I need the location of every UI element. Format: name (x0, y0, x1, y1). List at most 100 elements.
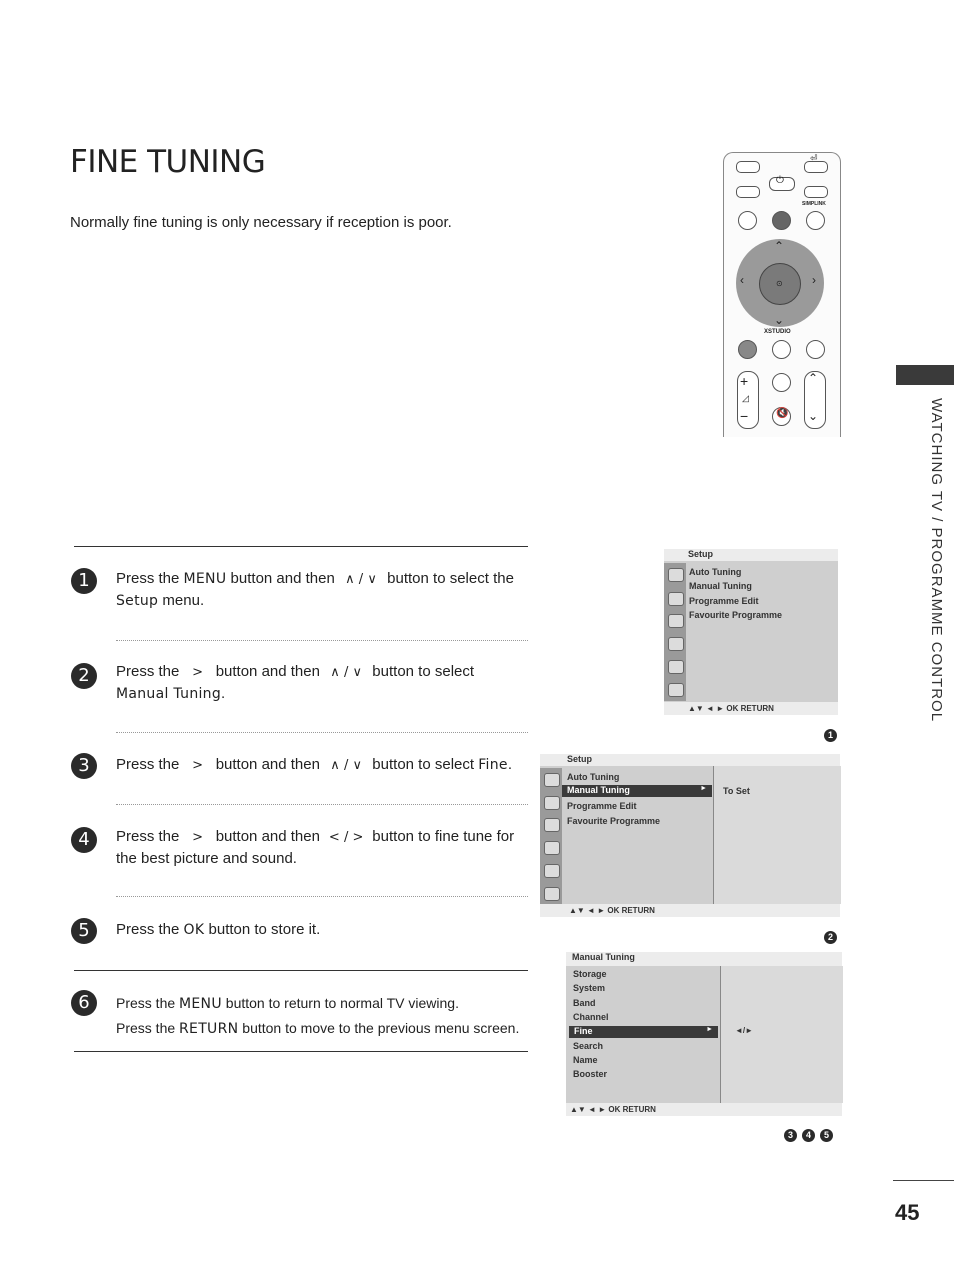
remote-button (772, 373, 791, 392)
arrow-right-icon: › (812, 273, 816, 287)
screen-badge: 3 (784, 1129, 797, 1142)
step-6-text: Press the MENU button to return to norma… (116, 991, 536, 1041)
lock-menu-icon (668, 683, 684, 697)
key-ok: OK (183, 922, 205, 938)
remote-button (738, 211, 757, 230)
step-divider (116, 804, 528, 805)
key-manual-tuning: Manual Tuning (116, 686, 222, 702)
manual-tuning-screen: Manual Tuning Storage System Band Channe… (566, 952, 843, 1116)
screen-footer: ▲▼ ◄ ► OK RETURN (540, 904, 840, 917)
menu-item: Programme Edit (567, 801, 637, 811)
step-divider (116, 896, 528, 897)
plus-icon: + (740, 373, 749, 389)
option-menu-icon (668, 660, 684, 674)
power-icon: ⏻ (776, 175, 784, 186)
step-3-text: Press the > button and then ∧ / ∨ button… (116, 754, 536, 776)
setup-menu-icon (668, 568, 684, 582)
step-text-fragment: button to select (368, 663, 475, 680)
menu-item: Storage (573, 969, 607, 979)
step-text-fragment: . (507, 756, 513, 773)
remote-button (738, 340, 757, 359)
step-divider (116, 732, 528, 733)
menu-item: Auto Tuning (567, 772, 620, 782)
screen-header: Setup (664, 549, 838, 561)
picture-menu-icon (668, 592, 684, 606)
step-text-fragment: Press the (116, 995, 180, 1011)
arrow-up-icon: ⌃ (774, 239, 785, 253)
step-text-fragment: button to move to the previous menu scre… (238, 1020, 520, 1036)
menu-icon-column (664, 563, 686, 701)
screen-badge: 4 (802, 1129, 815, 1142)
steps-top-rule (74, 546, 528, 547)
picture-menu-icon (544, 796, 560, 810)
up-down-icon: ∧ / ∨ (330, 758, 362, 773)
menu-item: Auto Tuning (689, 567, 742, 577)
step-text-fragment: Press the (116, 828, 184, 845)
remote-button (772, 340, 791, 359)
menu-icon-column (540, 768, 562, 904)
key-menu: MENU (179, 996, 222, 1012)
value-panel (720, 966, 843, 1103)
footer-hint: ▲▼ ◄ ► OK RETURN (570, 1105, 656, 1114)
right-arrow-icon: > (192, 665, 203, 680)
step-text-fragment: button to fine tune for the best picture… (116, 828, 515, 867)
footer-hint: ▲▼ ◄ ► OK RETURN (569, 906, 655, 915)
up-down-icon: ∧ / ∨ (330, 665, 362, 680)
step-text-fragment: button to store it. (204, 921, 321, 938)
fine-adjust-hint: ◄/► (735, 1026, 754, 1035)
menu-item-selected: Manual Tuning► (562, 785, 712, 797)
page-title: FINE TUNING (70, 144, 266, 180)
menu-item: Band (573, 998, 596, 1008)
section-label: WATCHING TV / PROGRAMME CONTROL (928, 398, 945, 723)
screen-footer: ▲▼ ◄ ► OK RETURN (664, 702, 838, 715)
page-number: 45 (895, 1200, 920, 1225)
page-number-rule (893, 1180, 954, 1181)
programme-rocker (804, 371, 826, 429)
up-down-icon: ∧ / ∨ (345, 572, 377, 587)
time-menu-icon (544, 841, 560, 855)
step-1-text: Press the MENU button and then ∧ / ∨ but… (116, 568, 526, 612)
brand-label: XSTUDIO (764, 329, 791, 335)
minus-icon: − (740, 408, 749, 424)
input-icon: ⏎ (810, 153, 818, 163)
right-arrow-icon: > (192, 830, 203, 845)
mute-icon: 🔇 (776, 408, 789, 419)
audio-menu-icon (668, 614, 684, 628)
remote-control-illustration: ⏎ ⏻ SIMPLINK ⊙ ⌃ ‹ › ⌄ XSTUDIO + ◿ − 🔇 ⌃… (723, 152, 841, 437)
step-divider (116, 640, 528, 641)
key-return: RETURN (179, 1021, 239, 1037)
left-right-icon: < / > (328, 830, 364, 845)
screen-badge: 2 (824, 931, 837, 944)
step-text-fragment: . (221, 685, 226, 702)
step-text-fragment: button to select the (383, 570, 514, 587)
power-button (769, 177, 795, 191)
menu-item: Favourite Programme (689, 610, 783, 620)
right-arrow-icon: > (192, 758, 203, 773)
remote-button (804, 161, 828, 173)
arrow-right-icon: ► (706, 1026, 713, 1033)
ok-dot-icon: ⊙ (776, 279, 783, 288)
screen-footer: ▲▼ ◄ ► OK RETURN (566, 1103, 842, 1116)
menu-item: Search (573, 1041, 604, 1051)
step-text-fragment: button and then (226, 570, 339, 587)
step-text-fragment: Press the (116, 570, 184, 587)
step-text-fragment: button to return to normal TV viewing. (221, 995, 459, 1011)
setup-menu-screen-2: Setup Auto Tuning Manual Tuning► Program… (540, 754, 841, 917)
step-text-fragment: button and then (211, 663, 325, 680)
submenu-panel (713, 766, 841, 904)
step-text-fragment: Press the (116, 1020, 180, 1036)
remote-button (806, 340, 825, 359)
screen-header-text: Manual Tuning (572, 952, 635, 962)
section-tab-marker (896, 365, 954, 385)
step-number: 4 (71, 827, 97, 853)
step-number: 3 (71, 753, 97, 779)
setup-menu-screen-1: Setup Auto Tuning Manual Tuning Programm… (664, 549, 838, 715)
remote-button (772, 211, 791, 230)
step-text-fragment: Press the (116, 663, 184, 680)
ok-button (759, 263, 801, 305)
intro-text: Normally fine tuning is only necessary i… (70, 214, 452, 231)
menu-item: Channel (573, 1012, 609, 1022)
step-2-text: Press the > button and then ∧ / ∨ button… (116, 661, 526, 705)
key-fine: Fine (478, 757, 508, 773)
chevron-up-icon: ⌃ (808, 371, 819, 385)
